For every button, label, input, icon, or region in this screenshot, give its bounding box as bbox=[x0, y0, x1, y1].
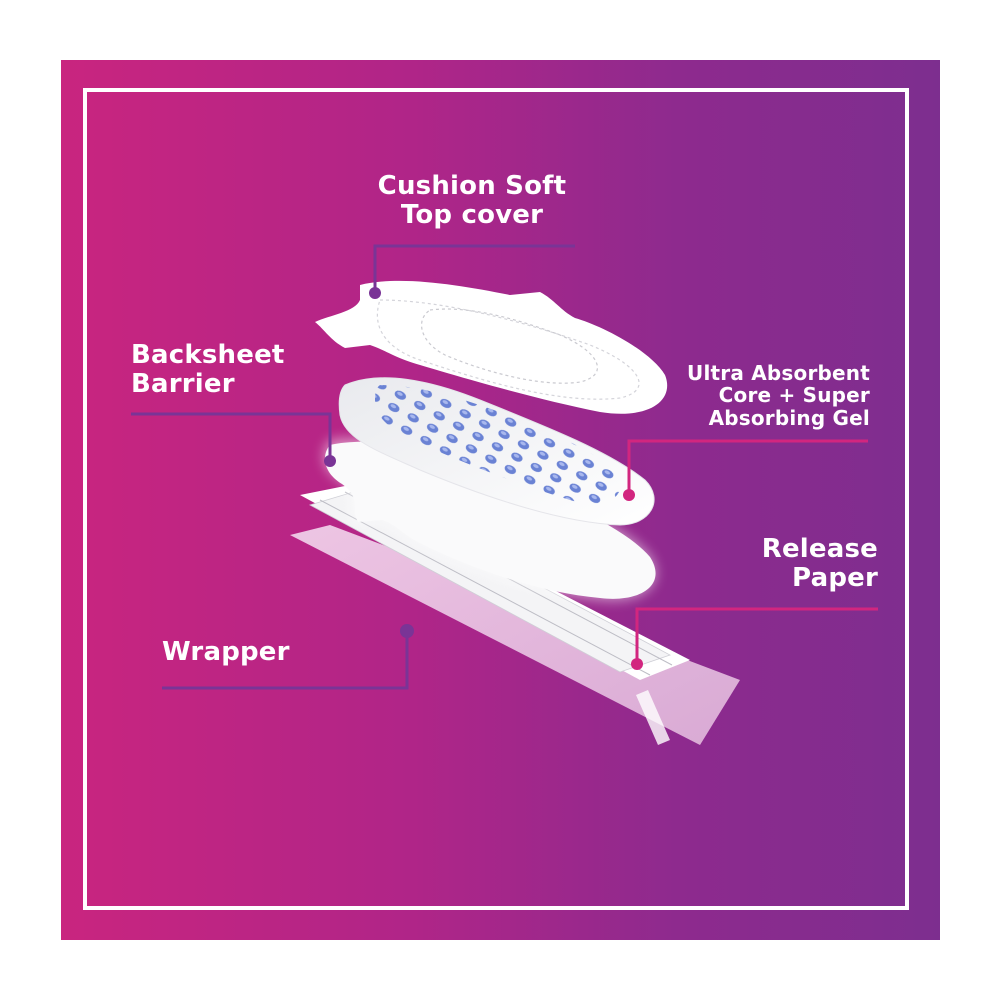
label-core: Ultra Absorbent Core + Super Absorbing G… bbox=[640, 361, 870, 430]
label-backsheet: Backsheet Barrier bbox=[131, 340, 285, 400]
label-release-paper: Release Paper bbox=[700, 534, 878, 594]
wrapper-layer bbox=[290, 525, 740, 745]
callout-core bbox=[623, 439, 868, 501]
release-paper-layer bbox=[300, 485, 690, 680]
callout-top-cover bbox=[369, 244, 575, 299]
label-top-cover-line2: Top cover bbox=[400, 200, 544, 231]
callout-wrapper bbox=[162, 624, 414, 690]
label-core-line2: Core + Super bbox=[718, 383, 870, 408]
label-top-cover: Cushion Soft Top cover bbox=[352, 171, 592, 231]
backsheet-layer bbox=[323, 438, 657, 601]
absorbent-core-layer bbox=[338, 377, 655, 526]
label-release-paper-line2: Paper bbox=[792, 563, 878, 594]
label-top-cover-line1: Cushion Soft bbox=[377, 171, 567, 201]
callout-release-paper bbox=[631, 607, 878, 670]
callout-backsheet bbox=[131, 412, 336, 467]
label-wrapper: Wrapper bbox=[162, 637, 290, 667]
label-backsheet-line2: Barrier bbox=[131, 369, 235, 400]
label-core-line3: Absorbing Gel bbox=[708, 405, 870, 430]
label-release-paper-line1: Release bbox=[761, 534, 878, 564]
label-wrapper-line1: Wrapper bbox=[162, 637, 290, 667]
top-cover-layer bbox=[315, 280, 668, 414]
white-inner-frame bbox=[83, 88, 909, 910]
label-core-line1: Ultra Absorbent bbox=[687, 361, 870, 385]
label-backsheet-line1: Backsheet bbox=[131, 340, 285, 370]
